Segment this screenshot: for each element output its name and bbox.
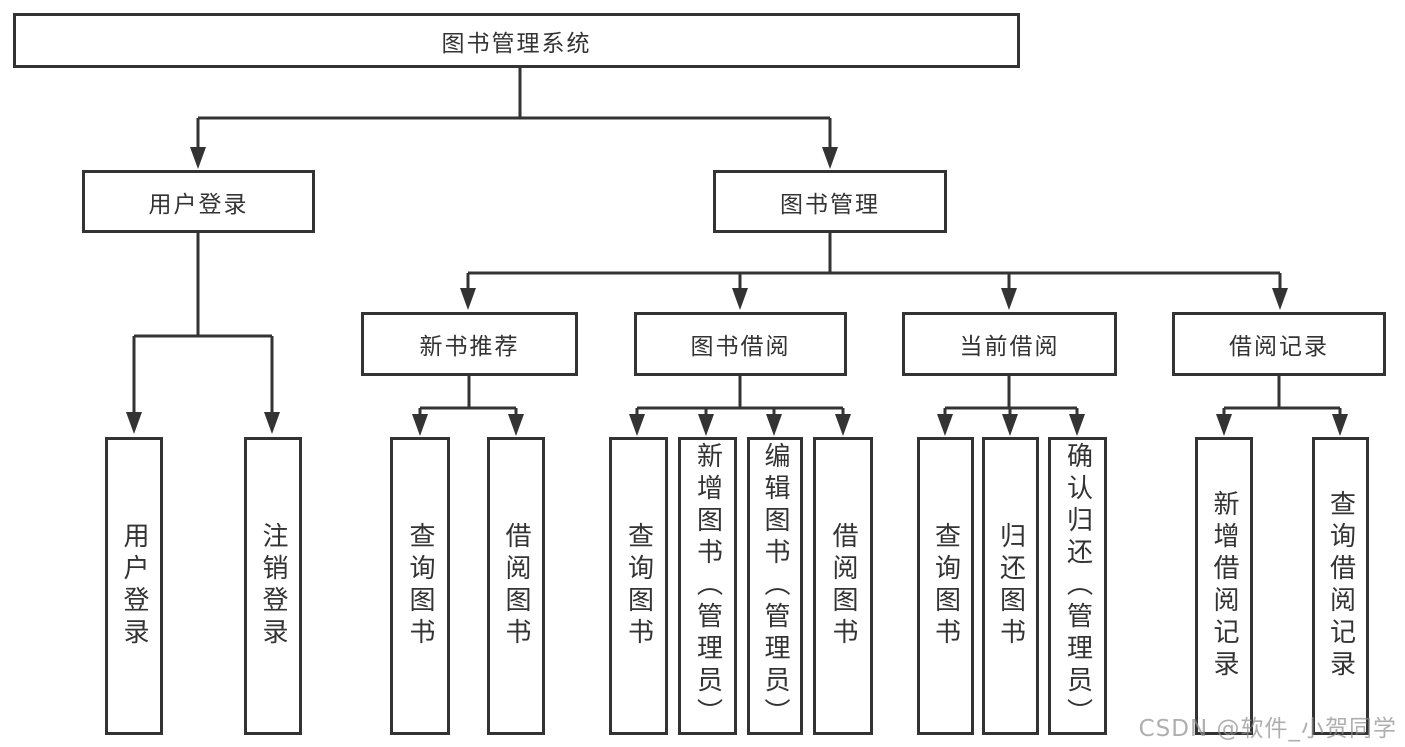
node-cl-return-books-label: 归还图书 <box>995 522 1026 650</box>
node-cl-query-books: 查询图书 <box>917 437 974 735</box>
node-bl-query-books-label: 查询图书 <box>623 522 654 650</box>
node-book-management-label: 图书管理 <box>780 191 880 218</box>
node-lending-records-label: 借阅记录 <box>1229 334 1329 360</box>
node-root-label: 图书管理系统 <box>441 30 592 57</box>
node-user-login: 用户登录 <box>82 170 315 233</box>
node-root: 图书管理系统 <box>13 13 1020 68</box>
node-login-label: 用户登录 <box>119 522 149 650</box>
node-current-lending-label: 当前借阅 <box>959 334 1060 360</box>
node-nbr-borrow-books-label: 借阅图书 <box>501 522 531 650</box>
csdn-watermark: CSDN @软件_小贺同学 <box>1138 716 1397 742</box>
node-book-lending: 图书借阅 <box>634 312 847 376</box>
node-lending-records: 借阅记录 <box>1172 312 1386 376</box>
node-bl-borrow-books: 借阅图书 <box>813 437 873 735</box>
node-bl-add-books-admin: 新增图书（管理员） <box>678 437 737 735</box>
node-book-lending-label: 图书借阅 <box>690 334 791 360</box>
node-cl-confirm-return-admin: 确认归还（管理员） <box>1048 437 1107 735</box>
node-lr-add-record-label: 新增借阅记录 <box>1209 490 1239 682</box>
arrowheads <box>126 147 1348 436</box>
node-user-login-label: 用户登录 <box>148 191 249 218</box>
node-logout: 注销登录 <box>244 437 302 735</box>
node-cl-confirm-return-admin-label: 确认归还（管理员） <box>1062 442 1093 730</box>
node-bl-edit-books-admin-label: 编辑图书（管理员） <box>760 442 790 730</box>
node-cl-query-books-label: 查询图书 <box>930 522 961 650</box>
node-bl-edit-books-admin: 编辑图书（管理员） <box>747 437 803 735</box>
node-new-book-recommend-label: 新书推荐 <box>419 334 520 360</box>
node-lr-query-record: 查询借阅记录 <box>1312 437 1369 735</box>
node-logout-label: 注销登录 <box>258 522 288 650</box>
node-book-management: 图书管理 <box>713 170 947 233</box>
node-cl-return-books: 归还图书 <box>982 437 1039 735</box>
node-lr-query-record-label: 查询借阅记录 <box>1325 490 1356 682</box>
node-nbr-query-books-label: 查询图书 <box>405 522 435 650</box>
node-login: 用户登录 <box>105 437 163 735</box>
node-nbr-borrow-books: 借阅图书 <box>487 437 545 735</box>
node-bl-add-books-admin-label: 新增图书（管理员） <box>692 442 723 730</box>
node-nbr-query-books: 查询图书 <box>390 437 450 735</box>
node-bl-borrow-books-label: 借阅图书 <box>828 522 858 650</box>
node-current-lending: 当前借阅 <box>902 312 1117 376</box>
node-lr-add-record: 新增借阅记录 <box>1195 437 1253 735</box>
node-new-book-recommend: 新书推荐 <box>361 312 578 376</box>
node-bl-query-books: 查询图书 <box>609 437 668 735</box>
